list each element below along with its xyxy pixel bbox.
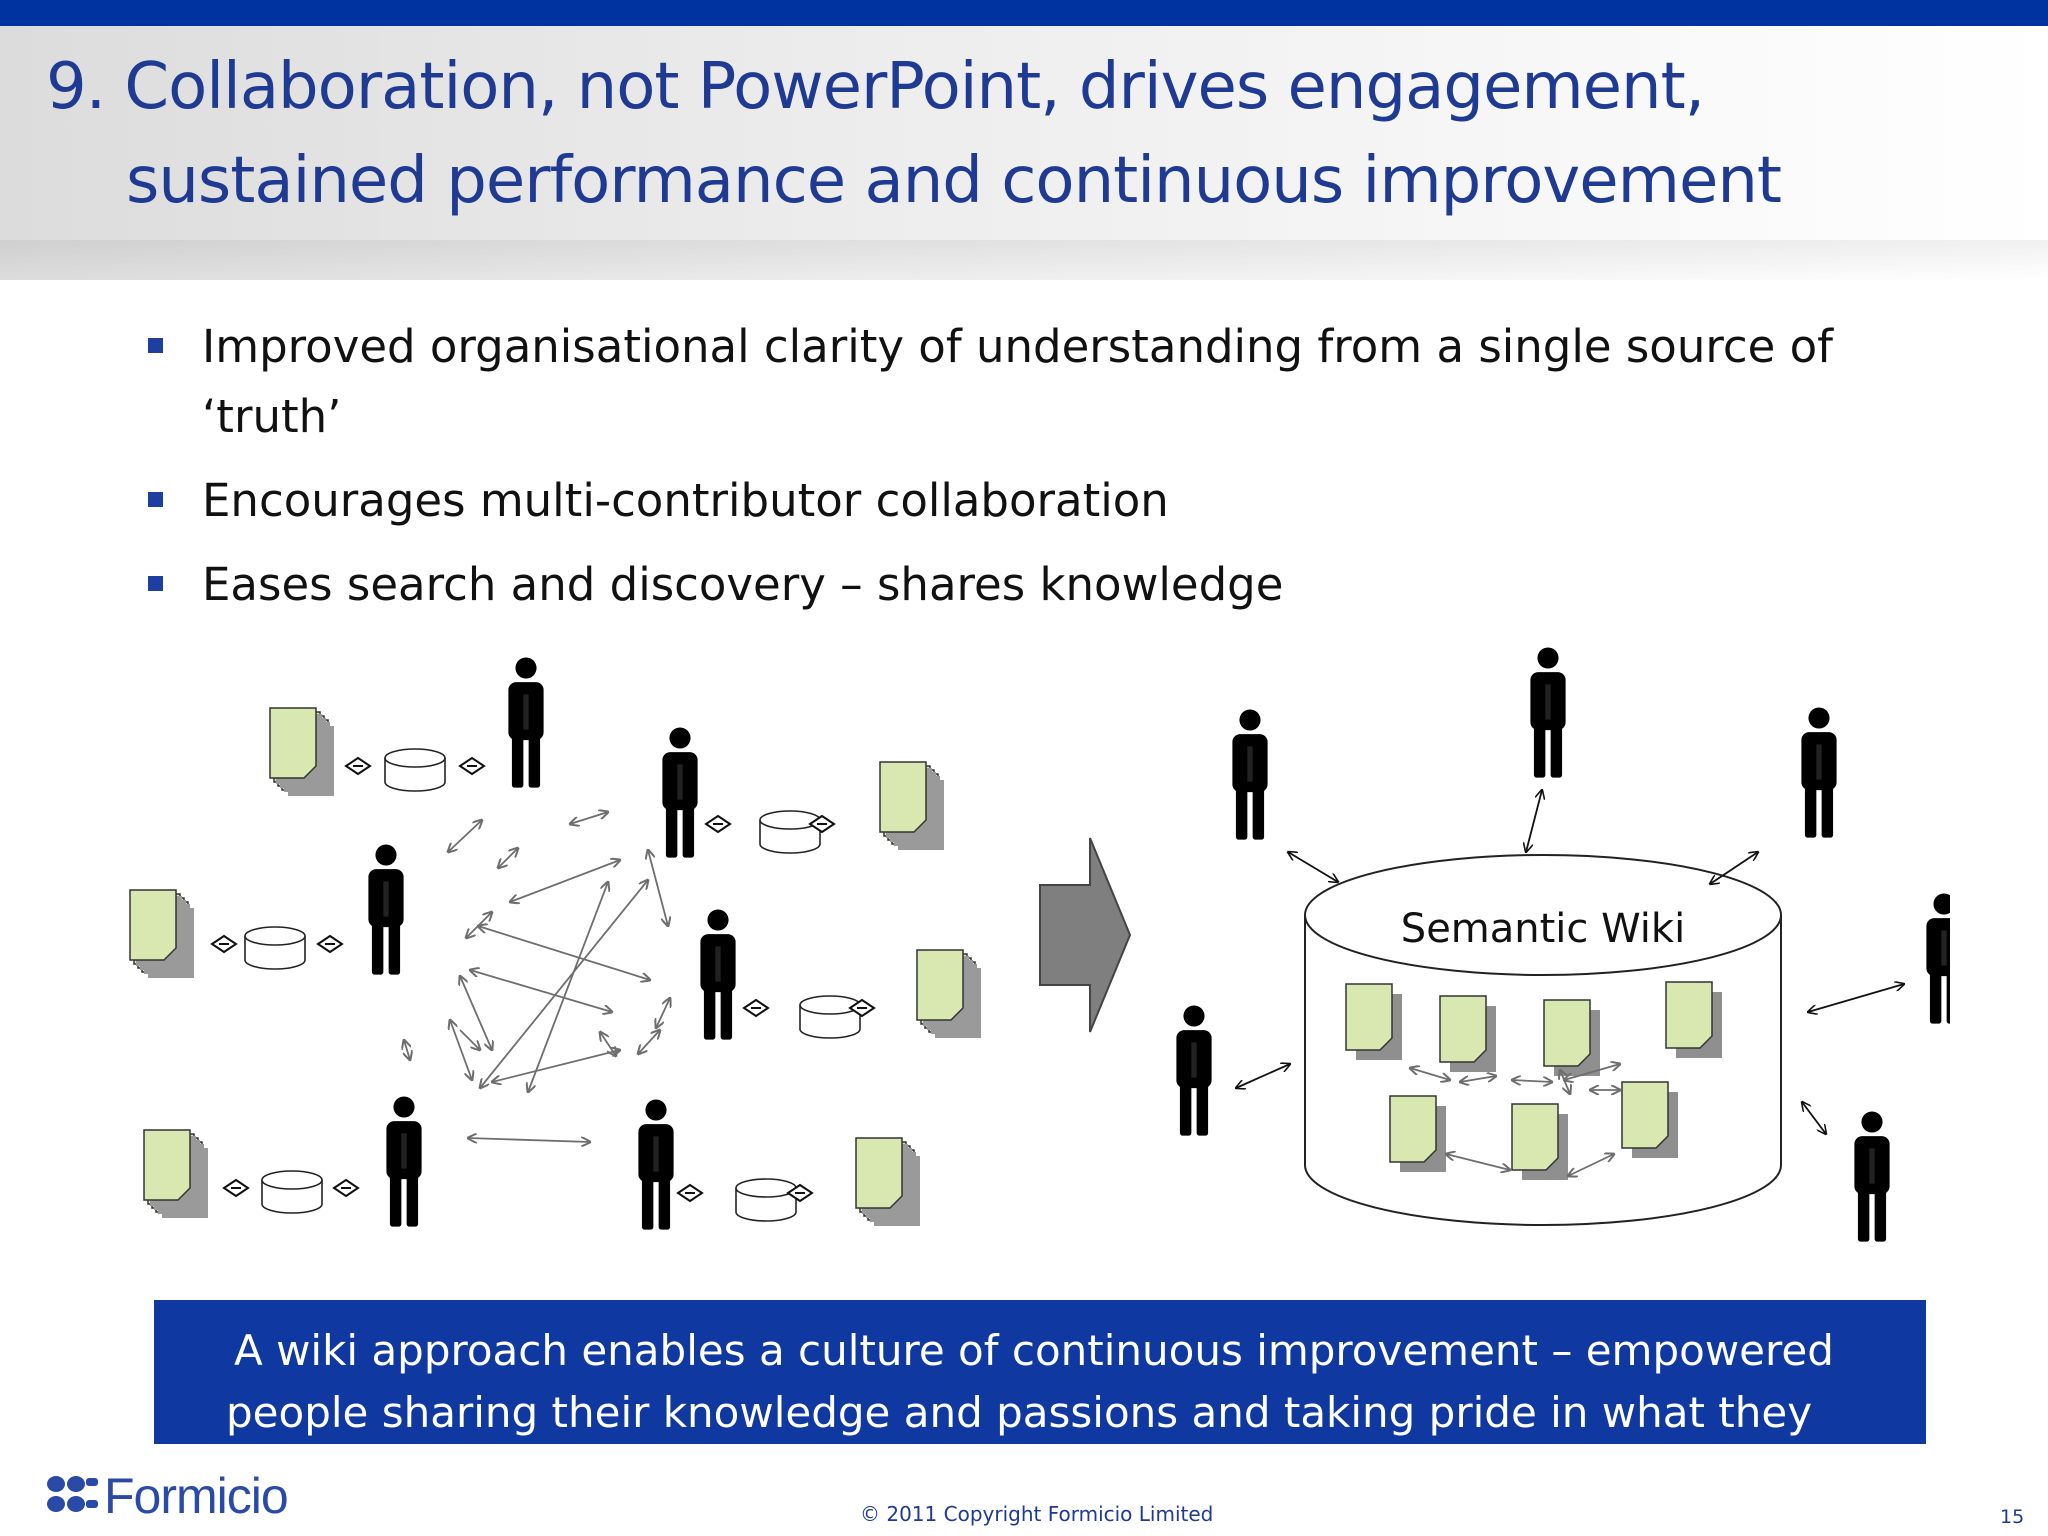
database-icon bbox=[799, 995, 861, 1039]
page-title-line-1: 9. Collaboration, not PowerPoint, drives… bbox=[46, 50, 1705, 124]
person-icon bbox=[1926, 893, 1950, 1024]
bullet-square-icon bbox=[148, 492, 163, 507]
page-number: 15 bbox=[2000, 1506, 2025, 1528]
database-icon bbox=[244, 926, 306, 970]
person-icon bbox=[1530, 647, 1566, 778]
arrow-icon bbox=[1802, 1102, 1826, 1134]
arrow-icon bbox=[1710, 852, 1758, 884]
transition-arrow bbox=[1039, 837, 1132, 1033]
arrow-icon bbox=[468, 1138, 590, 1142]
arrow-icon bbox=[1236, 1064, 1290, 1088]
person-icon bbox=[1801, 707, 1837, 838]
title-shadow bbox=[0, 240, 2048, 280]
person-icon bbox=[508, 657, 544, 788]
document-icon bbox=[1389, 1095, 1446, 1172]
arrow-icon bbox=[1568, 1154, 1614, 1176]
bullet-text: Improved organisational clarity of under… bbox=[202, 320, 1833, 443]
bullet-item: Encourages multi-contributor collaborati… bbox=[140, 466, 1920, 536]
arrow-icon bbox=[460, 976, 492, 1050]
document-icon bbox=[1543, 999, 1600, 1076]
arrow-icon bbox=[1808, 984, 1904, 1012]
database-icon bbox=[384, 748, 446, 792]
document-stack-icon bbox=[855, 1137, 920, 1226]
arrow-icon bbox=[492, 1050, 620, 1082]
bullet-square-icon bbox=[148, 338, 163, 353]
bullet-list: Improved organisational clarity of under… bbox=[140, 312, 1920, 634]
document-icon bbox=[1665, 981, 1722, 1058]
bullet-text: Eases search and discovery – shares know… bbox=[202, 558, 1284, 611]
arrow-icon bbox=[528, 882, 608, 1092]
person-icon bbox=[1854, 1111, 1890, 1242]
database-icon bbox=[261, 1170, 323, 1214]
formicio-logo: Formicio bbox=[44, 1466, 344, 1526]
arrow-icon bbox=[478, 926, 650, 980]
arrow-icon bbox=[404, 1040, 410, 1060]
banner-line-2: people sharing their knowledge and passi… bbox=[226, 1388, 1813, 1499]
document-stack-icon bbox=[129, 889, 194, 978]
document-stack-icon bbox=[879, 761, 944, 850]
arrow-icon bbox=[480, 880, 648, 1088]
arrow-icon bbox=[656, 998, 670, 1028]
person-icon bbox=[638, 1099, 674, 1230]
arrow-icon bbox=[450, 1020, 472, 1080]
wiki-label: Semantic Wiki bbox=[1401, 906, 1685, 952]
database-icon bbox=[735, 1178, 797, 1222]
document-icon bbox=[1439, 995, 1496, 1072]
arrow-icon bbox=[470, 970, 612, 1012]
person-icon bbox=[1232, 709, 1268, 840]
arrow-icon bbox=[1460, 1076, 1496, 1082]
arrow-icon bbox=[1446, 1154, 1510, 1170]
banner-line-1: A wiki approach enables a culture of con… bbox=[234, 1326, 1834, 1375]
collaboration-diagram: Semantic Wiki bbox=[129, 647, 1950, 1242]
traditional-network bbox=[129, 657, 981, 1230]
document-stack-icon bbox=[269, 707, 334, 796]
arrow-icon bbox=[448, 820, 482, 852]
summary-banner: A wiki approach enables a culture of con… bbox=[154, 1300, 1926, 1499]
arrow-icon bbox=[466, 912, 492, 938]
person-icon bbox=[662, 727, 698, 858]
page-title-line-2: sustained performance and continuous imp… bbox=[126, 144, 1782, 218]
arrow-icon bbox=[459, 1029, 480, 1050]
bullet-square-icon bbox=[148, 576, 163, 591]
page-title: 9. Collaboration, not PowerPoint, drives… bbox=[46, 40, 2006, 228]
document-icon bbox=[1345, 983, 1402, 1060]
arrow-icon bbox=[1512, 1080, 1552, 1082]
document-icon bbox=[1511, 1103, 1568, 1180]
top-bar bbox=[0, 0, 2048, 26]
title-band bbox=[0, 26, 2048, 280]
person-icon bbox=[368, 844, 404, 975]
person-icon bbox=[700, 909, 736, 1040]
arrow-icon bbox=[498, 848, 518, 868]
arrow-icon bbox=[638, 1030, 660, 1054]
bullet-text: Encourages multi-contributor collaborati… bbox=[202, 474, 1169, 527]
copyright-text: © 2011 Copyright Formicio Limited bbox=[860, 1502, 1214, 1526]
bullet-item: Improved organisational clarity of under… bbox=[140, 312, 1920, 452]
arrow-icon bbox=[570, 812, 608, 824]
bullet-item: Eases search and discovery – shares know… bbox=[140, 550, 1920, 620]
arrow-icon bbox=[648, 850, 668, 926]
arrow-icon bbox=[1410, 1068, 1450, 1080]
document-stack-icon bbox=[143, 1129, 208, 1218]
database-icon bbox=[759, 810, 821, 854]
person-icon bbox=[386, 1096, 422, 1227]
person-icon bbox=[1176, 1005, 1212, 1136]
ant-icon bbox=[47, 1476, 98, 1512]
arrow-icon bbox=[1288, 852, 1338, 882]
arrow-icon bbox=[1564, 1064, 1620, 1080]
semantic-wiki-network: Semantic Wiki bbox=[1176, 647, 1950, 1242]
arrow-icon bbox=[1560, 1070, 1570, 1094]
document-stack-icon bbox=[916, 949, 981, 1038]
arrow-icon bbox=[600, 1032, 616, 1056]
arrow-icon bbox=[1526, 790, 1542, 852]
document-icon bbox=[1621, 1081, 1678, 1158]
logo-text: Formicio bbox=[104, 1468, 289, 1524]
